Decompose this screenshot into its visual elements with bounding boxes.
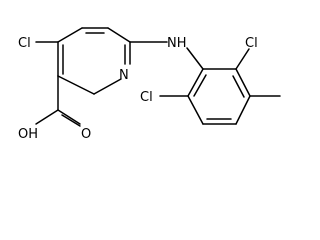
bond-ring-c2-c3: [57, 75, 95, 95]
bond-benz-e-f: [187, 95, 204, 125]
bond-benz-b-c: [235, 68, 251, 97]
carbonyl-oxygen-label: O: [81, 127, 91, 142]
bond-benz-f-a: [187, 68, 204, 97]
bond-carboxyl-o: [57, 109, 81, 125]
bond-ring-c5-c6: [107, 27, 131, 43]
pyridine-nitrogen-label: N: [119, 68, 129, 83]
hydroxyl-label: OH: [18, 127, 38, 142]
bond-benz-c-d: [235, 95, 251, 125]
bond-c-cl-right: [235, 48, 250, 70]
atom-labels: Cl Cl Cl NH N O OH: [18, 36, 258, 142]
chlorine-label-right: Cl: [245, 36, 258, 51]
chlorine-label-top: Cl: [18, 36, 31, 51]
chemical-structure: Cl Cl Cl NH N O OH: [18, 27, 281, 142]
bond-benz-b-c-inner: [232, 75, 245, 98]
bond-benz-f-a-inner: [193, 74, 207, 97]
bond-nh-phenyl: [186, 47, 204, 70]
bond-carboxyl-o-inner: [61, 114, 81, 127]
chlorine-label-bottom: Cl: [140, 90, 153, 105]
bond-ring-n1-c2: [93, 78, 122, 95]
bond-ring-c3-c4: [57, 27, 83, 43]
bond-carboxyl-oh: [35, 109, 59, 125]
amine-nh-label: NH: [167, 36, 187, 51]
bonds: [35, 27, 281, 127]
